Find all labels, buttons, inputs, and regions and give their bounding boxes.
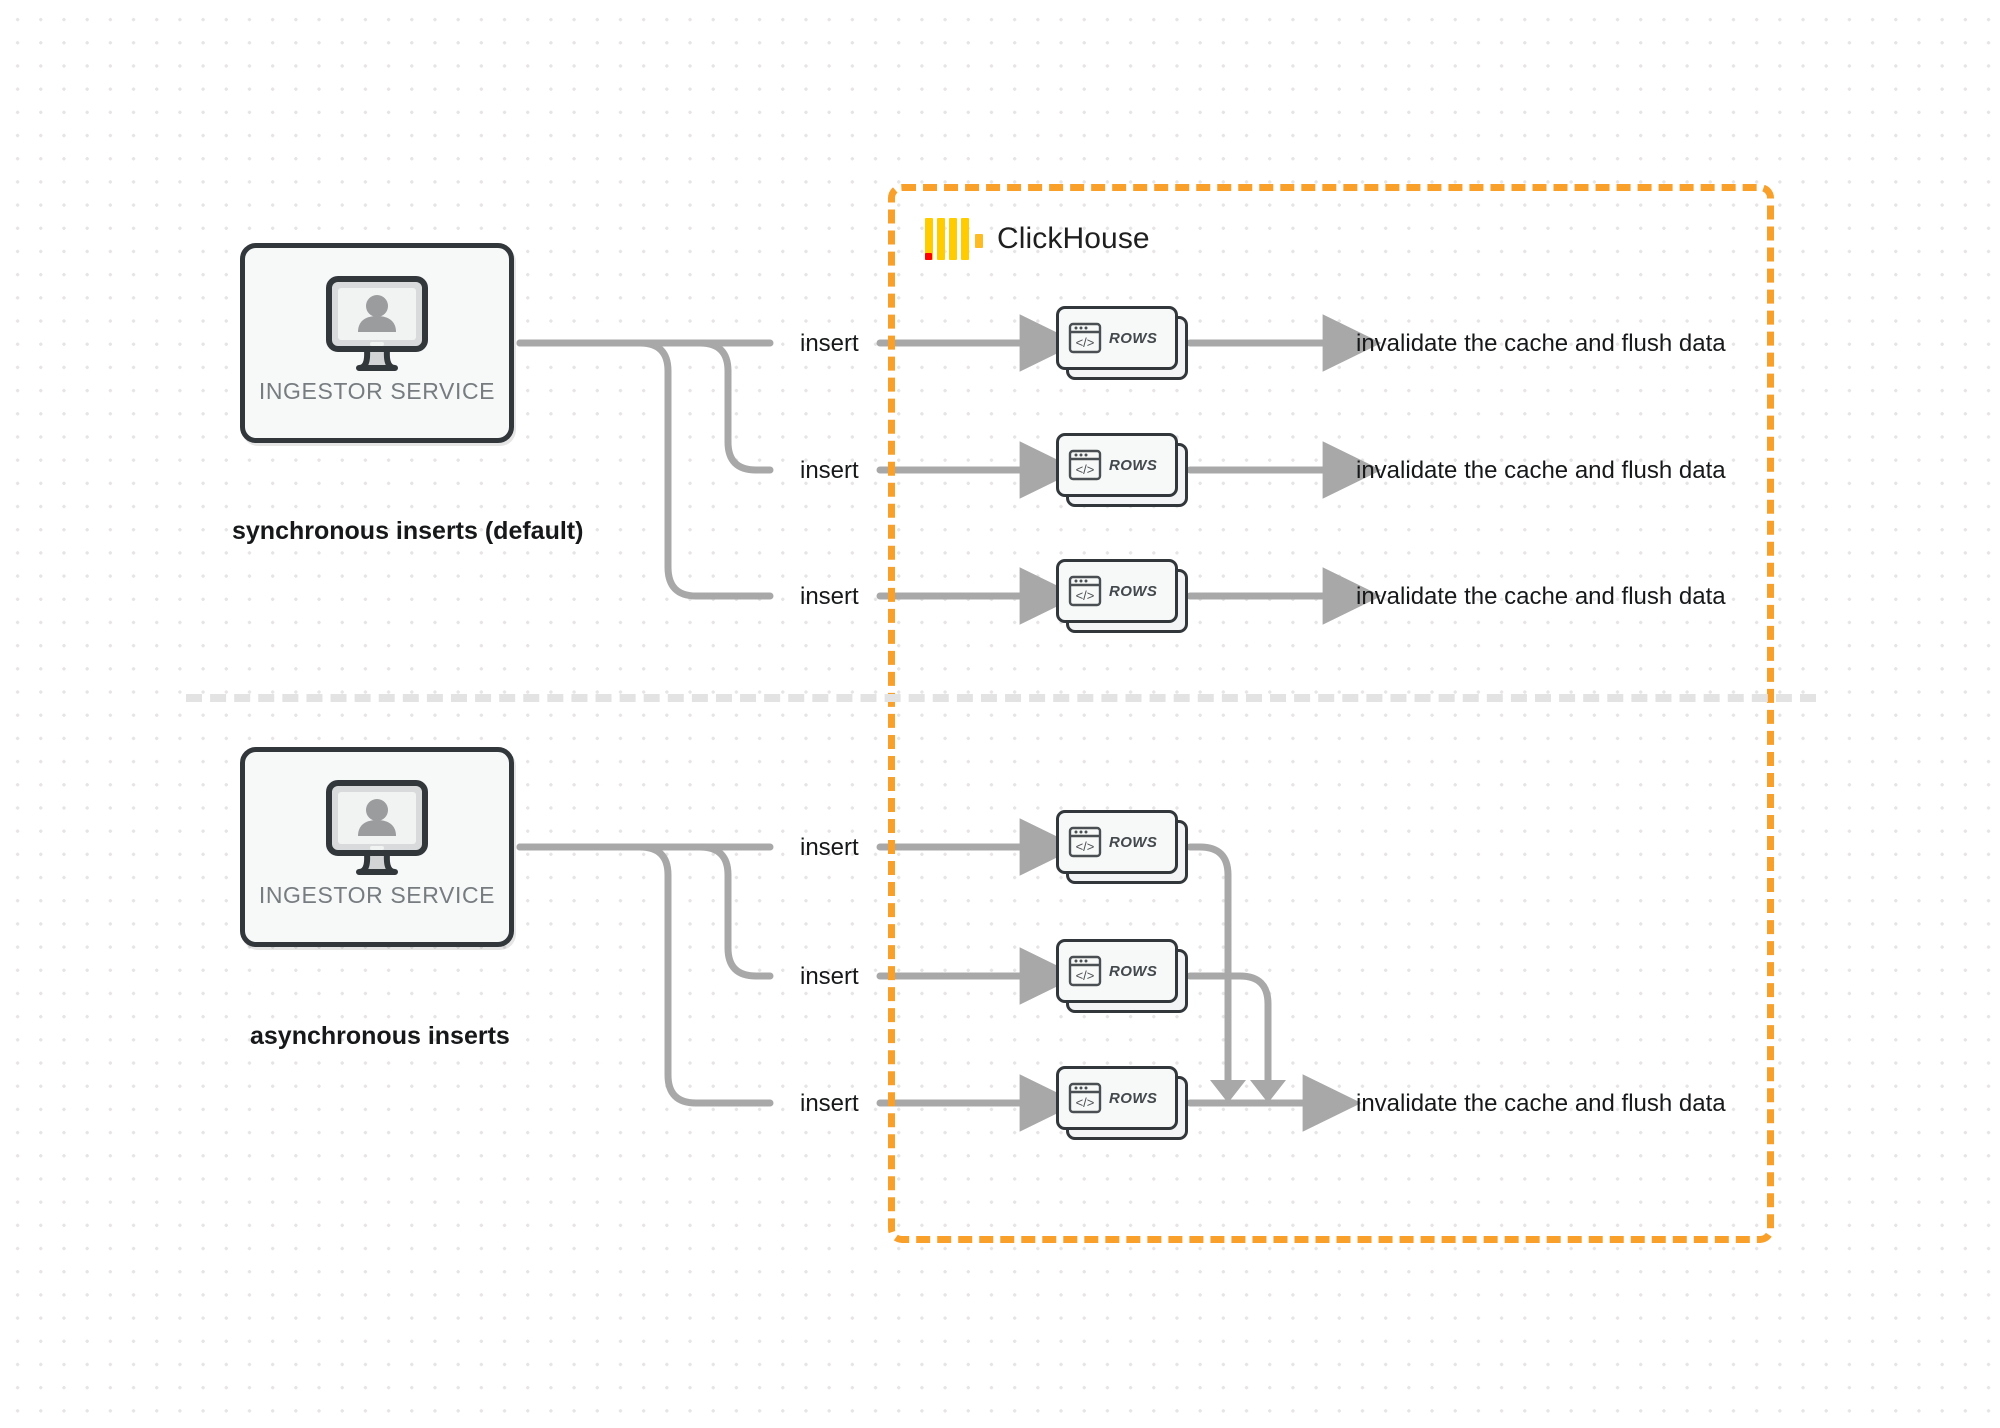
ingestor-service-label: INGESTOR SERVICE (258, 378, 496, 404)
code-window-icon: </> (1068, 575, 1102, 607)
clickhouse-boundary (888, 184, 1774, 1243)
code-window-icon: </> (1068, 955, 1102, 987)
insert-label-async-1: insert (800, 834, 859, 861)
section-divider (186, 694, 1816, 702)
rows-card-async-1[interactable]: </> ROWS (1056, 810, 1188, 884)
insert-label-async-3: insert (800, 1090, 859, 1117)
clickhouse-logo-icon (925, 218, 983, 260)
result-label-sync-2: invalidate the cache and flush data (1356, 457, 1726, 484)
svg-text:</>: </> (1076, 335, 1095, 350)
rows-label-sync-1: ROWS (1109, 329, 1158, 347)
monitor-user-icon (325, 780, 429, 883)
insert-label-async-2: insert (800, 963, 859, 990)
rows-card-sync-2[interactable]: </> ROWS (1056, 433, 1188, 507)
result-label-sync-3: invalidate the cache and flush data (1356, 583, 1726, 610)
rows-card-async-3[interactable]: </> ROWS (1056, 1066, 1188, 1140)
rows-label-sync-3: ROWS (1109, 582, 1158, 600)
svg-text:</>: </> (1076, 968, 1095, 983)
rows-label-async-1: ROWS (1109, 833, 1158, 851)
insert-label-sync-1: insert (800, 330, 859, 357)
rows-card-sync-3[interactable]: </> ROWS (1056, 559, 1188, 633)
insert-label-sync-3: insert (800, 583, 859, 610)
svg-text:</>: </> (1076, 588, 1095, 603)
clickhouse-logo-group: ClickHouse (925, 218, 1150, 260)
ingestor-service-label: INGESTOR SERVICE (258, 882, 496, 908)
caption-asynchronous: asynchronous inserts (250, 1022, 510, 1050)
code-window-icon: </> (1068, 322, 1102, 354)
result-label-async-merged: invalidate the cache and flush data (1356, 1090, 1726, 1117)
code-window-icon: </> (1068, 826, 1102, 858)
svg-text:</>: </> (1076, 839, 1095, 854)
svg-text:</>: </> (1076, 462, 1095, 477)
ingestor-service-sync[interactable]: INGESTOR SERVICE (240, 243, 514, 443)
code-window-icon: </> (1068, 1082, 1102, 1114)
clickhouse-label: ClickHouse (997, 222, 1150, 255)
code-window-icon: </> (1068, 449, 1102, 481)
rows-label-async-2: ROWS (1109, 962, 1158, 980)
caption-synchronous: synchronous inserts (default) (232, 517, 584, 545)
svg-text:</>: </> (1076, 1095, 1095, 1110)
ingestor-service-async[interactable]: INGESTOR SERVICE (240, 747, 514, 947)
rows-label-sync-2: ROWS (1109, 456, 1158, 474)
rows-card-async-2[interactable]: </> ROWS (1056, 939, 1188, 1013)
monitor-user-icon (325, 276, 429, 379)
result-label-sync-1: invalidate the cache and flush data (1356, 330, 1726, 357)
rows-label-async-3: ROWS (1109, 1089, 1158, 1107)
insert-label-sync-2: insert (800, 457, 859, 484)
rows-card-sync-1[interactable]: </> ROWS (1056, 306, 1188, 380)
